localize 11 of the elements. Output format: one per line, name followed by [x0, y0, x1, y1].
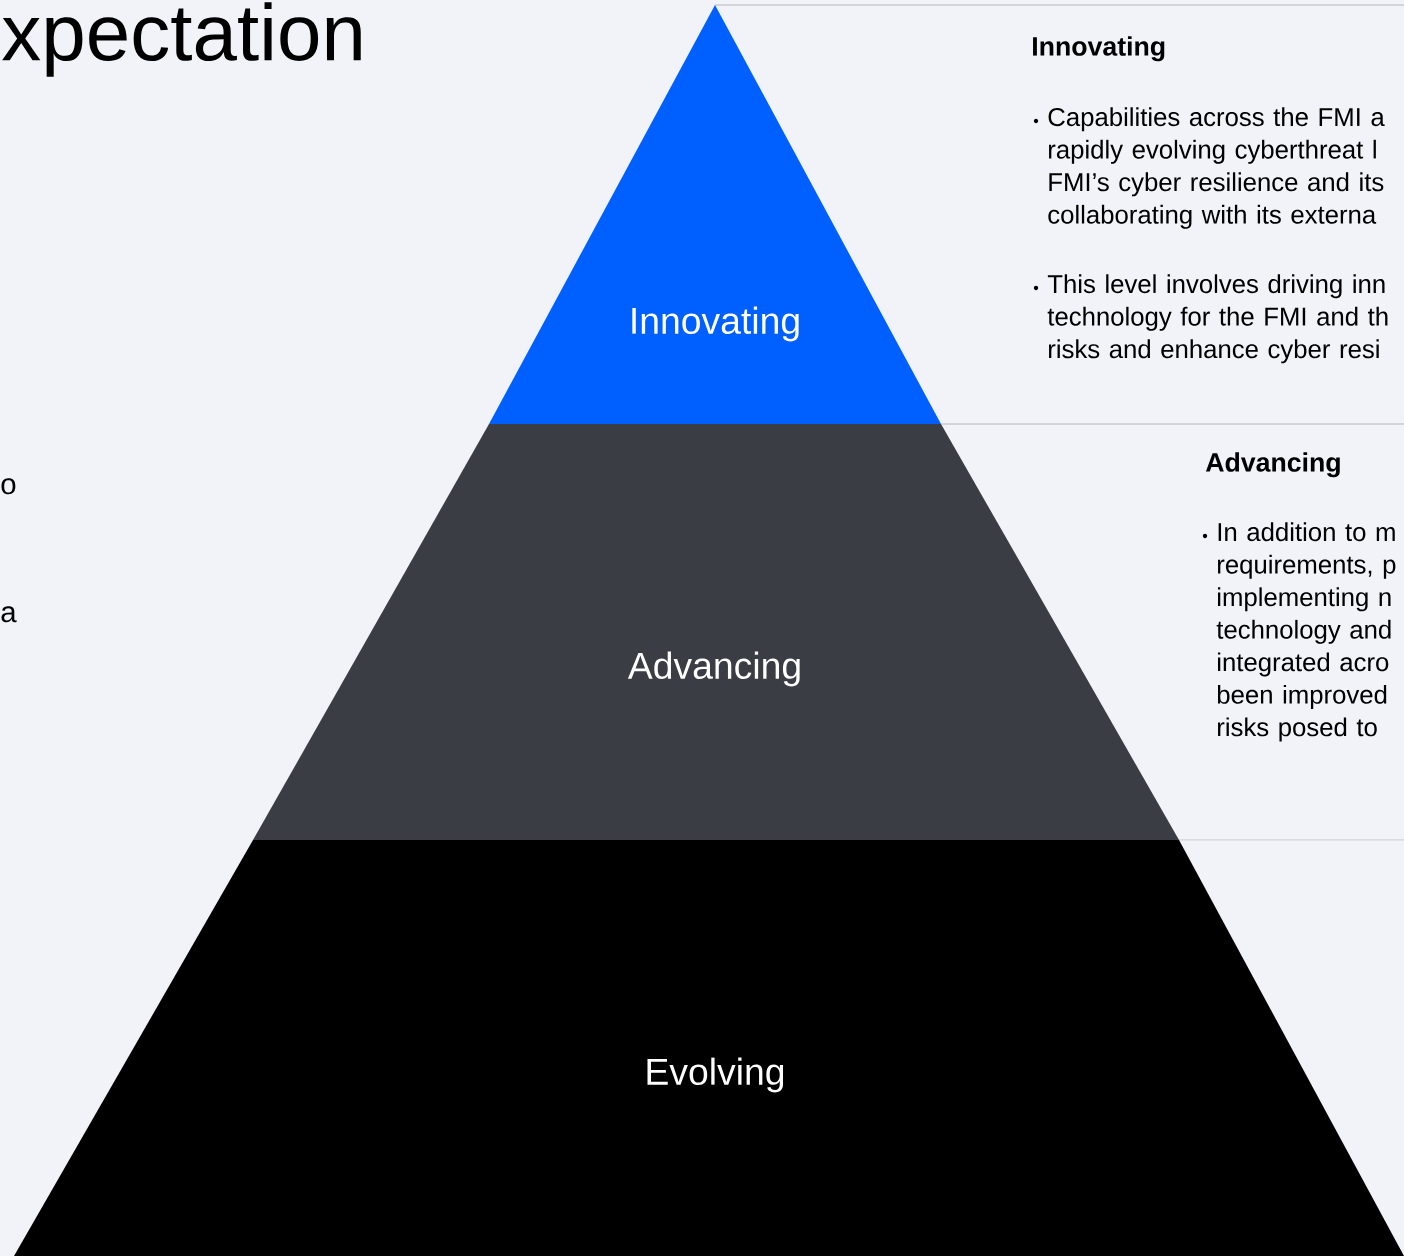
- bullet-text: In addition to m requirements, p implementing n technology and integrated acro been improved risks posed to: [1216, 522, 1396, 742]
- pyramid-tier: Innovating: [489, 5, 941, 424]
- pyramid-tier: Advancing: [253, 424, 1179, 840]
- heading: Innovating: [1033, 36, 1165, 62]
- heading: Advancing: [1205, 452, 1340, 478]
- bullet-text: Capabilities across the FMI a rapidly evolving cyberthreat l FMI’s cyber resilience and its collaborating with its externa: [1048, 107, 1385, 229]
- title: xpectation: [2, 2, 361, 77]
- text-fragment: o: [1, 478, 16, 495]
- bullet-text: This level involves driving inn technology for the FMI and th risks and enhance cyber resi: [1047, 274, 1388, 364]
- pyramid-tier: Evolving: [14, 840, 1404, 1256]
- text-fragment: a: [1, 606, 17, 623]
